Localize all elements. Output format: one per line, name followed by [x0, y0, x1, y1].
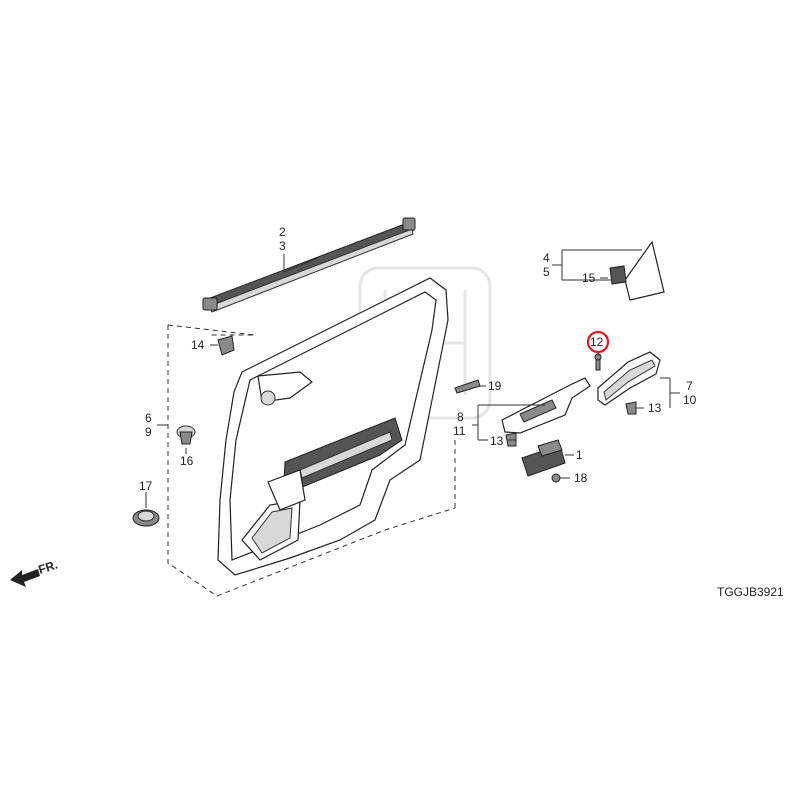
- callout-18: 18: [574, 471, 588, 485]
- leader-lines: [145, 249, 680, 508]
- diagram-code: TGGJB3921: [717, 585, 784, 599]
- callout-1: 1: [576, 448, 583, 462]
- corner-garnish-part: [624, 240, 665, 301]
- callout-13b: 13: [648, 401, 662, 415]
- callout-15: 15: [582, 271, 596, 285]
- callout-11: 11: [453, 424, 466, 438]
- speaker-part-17: [132, 509, 160, 527]
- callout-14: 14: [191, 338, 205, 352]
- callout-9: 9: [145, 425, 152, 439]
- window-switch-part-1: [521, 439, 566, 477]
- front-direction-arrow: FR.: [10, 558, 59, 587]
- armrest-part: [597, 351, 661, 406]
- weatherstrip-part: [202, 217, 416, 313]
- callout-10: 10: [683, 393, 697, 407]
- callout-13a: 13: [490, 434, 504, 448]
- front-direction-label: FR.: [37, 558, 60, 577]
- callout-6: 6: [145, 411, 152, 425]
- callout-4: 4: [543, 251, 550, 265]
- callout-2: 2: [279, 225, 286, 239]
- callout-3: 3: [279, 239, 286, 253]
- highlight-ring: [586, 330, 610, 354]
- screw-part-12: [594, 353, 602, 371]
- callout-17: 17: [139, 479, 153, 493]
- door-lining-panel: [217, 277, 449, 576]
- clip-part-14: [217, 335, 235, 356]
- screw-part-19: [454, 379, 481, 394]
- door-lining-frame: [167, 324, 456, 597]
- callout-16: 16: [180, 454, 194, 468]
- clip-part-16: [176, 425, 196, 445]
- screw-part-18: [551, 473, 561, 483]
- clip-part-15: [609, 265, 627, 285]
- callout-12: 12: [590, 335, 604, 349]
- callout-5: 5: [543, 265, 550, 279]
- callout-19: 19: [488, 379, 502, 393]
- callout-8: 8: [457, 410, 464, 424]
- clip-part-13b: [625, 401, 637, 415]
- callout-labels: 2 3 14 6 9 16 17 19 8 11 13 1 18 4 5 15 …: [139, 225, 697, 493]
- callout-7: 7: [686, 379, 693, 393]
